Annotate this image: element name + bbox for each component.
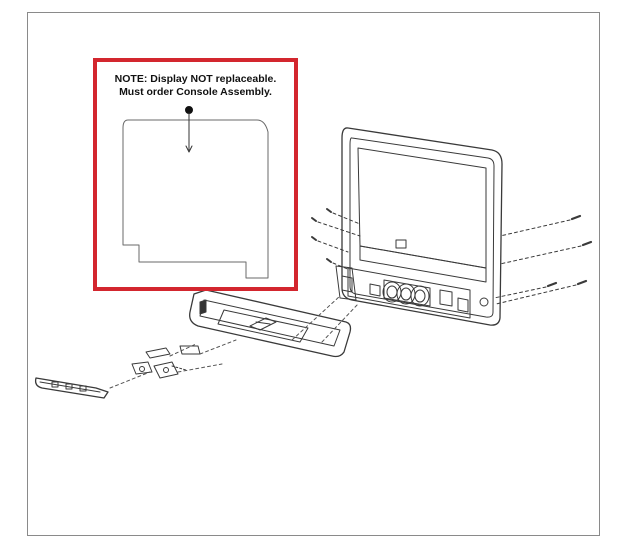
callout-pointer bbox=[185, 106, 193, 153]
screw-left-1 bbox=[311, 217, 361, 237]
lower-trim bbox=[34, 377, 109, 399]
button-key-1 bbox=[145, 347, 171, 359]
assembly-guide-lines bbox=[109, 295, 359, 389]
screw-right-3 bbox=[493, 281, 558, 299]
button-board bbox=[131, 361, 187, 379]
screw-left-2 bbox=[326, 208, 361, 225]
note-line-2: Must order Console Assembly. bbox=[119, 86, 272, 98]
screw-left-3 bbox=[311, 236, 349, 253]
note-text: NOTE: Display NOT replaceable. Must orde… bbox=[97, 73, 294, 99]
note-line-1: NOTE: Display NOT replaceable. bbox=[114, 73, 277, 85]
overlay-housing bbox=[189, 289, 352, 358]
display-panel bbox=[122, 119, 269, 279]
screw-right-4 bbox=[495, 279, 588, 305]
console-electronics bbox=[335, 265, 489, 319]
screw-left-4 bbox=[326, 258, 351, 271]
diagram-frame bbox=[27, 12, 600, 536]
screw-right-1 bbox=[499, 214, 582, 237]
console-frame bbox=[341, 127, 503, 326]
note-highlight-box: NOTE: Display NOT replaceable. Must orde… bbox=[93, 58, 298, 291]
screw-right-2 bbox=[499, 240, 593, 265]
